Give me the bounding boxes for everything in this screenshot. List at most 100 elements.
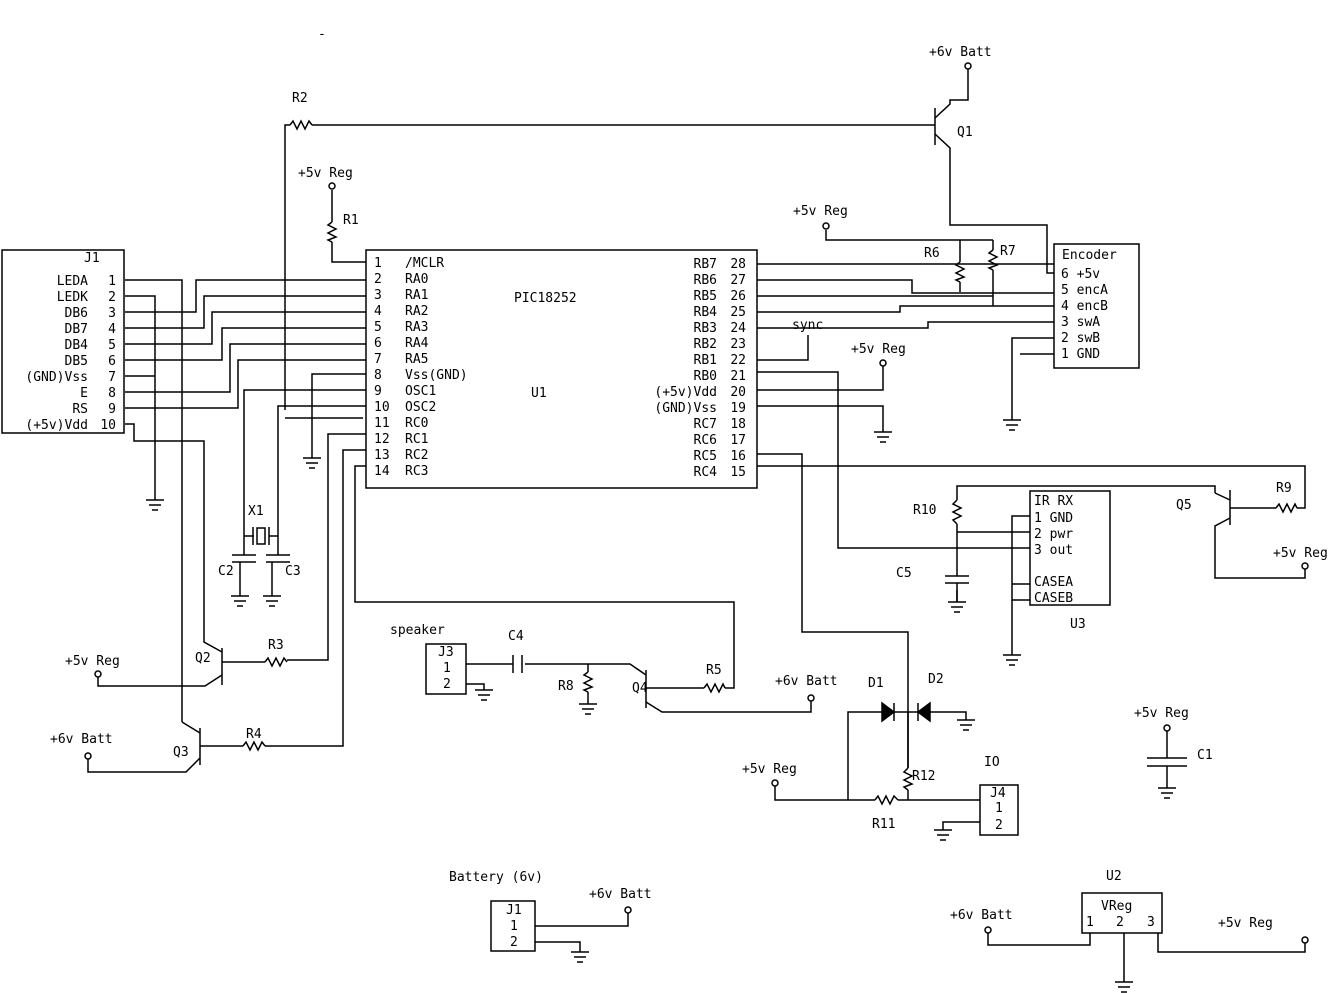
j4-box [979,784,1019,836]
irrx-pin: 2 pwr [1034,527,1073,542]
mcu-pin-name: RA1 [405,288,428,303]
rail-label: +5v Reg [793,204,848,219]
label-x1: X1 [248,504,264,519]
mcu-pin-number: 5 [374,320,382,335]
j3-caption: speaker [390,623,445,638]
battery-pin-1: 1 [510,919,518,934]
label-r1: R1 [343,213,359,228]
resistor-r6 [954,261,966,283]
mcu-pin-name: RC0 [405,416,428,431]
mcu-pin-number: 25 [730,305,746,320]
lcd-pin-name: DB5 [65,354,88,369]
mcu-part: PIC18252 [514,291,577,306]
mcu-pin-name: RA2 [405,304,428,319]
resistor-r11 [874,794,899,806]
vreg-box [1081,892,1163,934]
ground-symbols [146,419,1176,993]
encoder-box [1053,243,1140,369]
lcd-pin-name: DB4 [65,338,89,353]
j3-pin-1: 1 [443,661,451,676]
capacitor-c4 [512,655,523,673]
crystal-x1 [244,527,278,545]
lcd-pin-name: RS [72,402,88,417]
mcu-pin-number: 11 [374,416,390,431]
mcu-pin-name: RC5 [694,449,717,464]
capacitor-c5 [945,568,969,602]
label-q2: Q2 [195,651,211,666]
ground-icon [1115,981,1133,993]
label-r5: R5 [706,663,722,678]
label-d1: D1 [868,676,884,691]
mcu-pin-name: /MCLR [405,256,444,271]
mcu-pin-number: 21 [730,369,746,384]
capacitors [232,527,1187,767]
resistor-r2 [289,119,313,131]
lcd-pin-name: E [80,386,88,401]
mcu-pin-number: 14 [374,464,390,479]
label-r12: R12 [912,769,935,784]
mcu-pin-name: RC7 [694,417,717,432]
label-r6: R6 [924,246,940,261]
mcu-ref: U1 [531,386,547,401]
j3-pin-2: 2 [443,677,451,692]
rail-label: +5v Reg [742,762,797,777]
mcu-pin-number: 28 [730,257,746,272]
lcd-pin-number: 9 [108,402,116,417]
ground-icon [1003,419,1021,431]
mcu-pin-number: 6 [374,336,382,351]
mcu-pin-number: 16 [730,449,746,464]
mcu-pin-name: RB3 [694,321,717,336]
vreg-pin-3: 3 [1147,915,1155,930]
lcd-pin-name: (GND)Vss [25,370,88,385]
capacitor-c3 [266,536,290,596]
rail-label: +6v Batt [50,732,113,747]
mcu-box [365,249,758,489]
mcu-pin-number: 12 [374,432,390,447]
resistor-r8 [582,671,594,693]
label-q4: Q4 [632,681,648,696]
encoder-title: Encoder [1062,248,1117,263]
label-r7: R7 [1000,244,1016,259]
label-sync: sync [792,318,823,333]
mcu-pin-name: RB2 [694,337,717,352]
ground-icon [579,703,597,715]
mcu-pin-number: 2 [374,272,382,287]
vreg-pin-2: 2 [1116,915,1124,930]
resistor-r9 [1275,502,1298,514]
vreg-title: VReg [1101,899,1132,914]
mcu-pin-name: RB0 [694,369,717,384]
irrx-box [1029,490,1111,606]
diode-d2 [907,701,931,768]
resistor-r7 [987,249,999,271]
ground-icon [874,431,892,443]
mcu-pin-name: RB4 [694,305,718,320]
resistor-r5 [703,682,726,694]
mcu-pin-number: 17 [730,433,746,448]
label-q3: Q3 [173,745,189,760]
irrx-case-a: CASEA [1034,575,1073,590]
mcu-pin-name: (GND)Vss [654,401,717,416]
mcu-pin-name: RC3 [405,464,428,479]
battery-caption: Battery (6v) [449,870,543,885]
resistor-r4 [242,740,266,752]
label-c1: C1 [1197,748,1213,763]
label-c2: C2 [218,564,234,579]
rail-label: +5v Reg [298,166,353,181]
resistor-r1 [326,221,338,243]
rail-label: +6v Batt [950,908,1013,923]
ground-icon [263,595,281,607]
label-r8: R8 [558,679,574,694]
lcd-pin-number: 6 [108,354,116,369]
diode-d1 [881,701,918,723]
encoder-pin: 3 swA [1061,315,1100,330]
encoder-pin: 5 encA [1061,283,1108,298]
ground-icon [475,689,493,701]
resistor-r10 [951,499,963,525]
mcu-pin-name: RC4 [694,465,718,480]
label-r2: R2 [292,91,308,106]
battery-ref: J1 [506,903,522,918]
